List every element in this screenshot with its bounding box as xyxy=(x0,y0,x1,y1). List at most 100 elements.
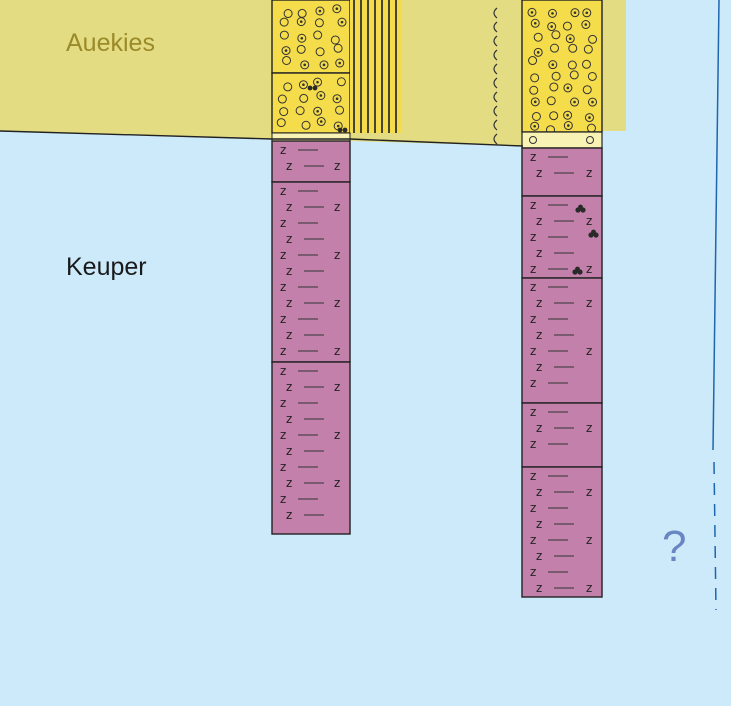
gravel-pebble xyxy=(533,47,543,57)
claystone-symbol: z xyxy=(586,421,592,435)
gravel-core xyxy=(551,63,555,66)
claystone-symbol: z xyxy=(530,312,536,326)
gravel-pebble xyxy=(283,9,293,19)
claystone-symbol: z xyxy=(334,476,340,490)
claystone-symbol: z xyxy=(530,198,536,212)
claystone-symbol: z xyxy=(536,296,542,310)
nodule xyxy=(312,85,318,91)
gravel-core xyxy=(303,63,307,67)
claystone-symbol: z xyxy=(536,328,542,342)
gravel-pebble xyxy=(583,44,593,54)
hatched-strip-fill xyxy=(350,0,402,133)
gravel-core xyxy=(316,80,319,84)
gravel-core xyxy=(316,110,319,113)
gravel-pebble xyxy=(569,70,579,80)
gravel-core xyxy=(530,11,534,14)
gravel-pebble xyxy=(332,4,342,14)
gravel-pebble xyxy=(549,82,559,92)
claystone-symbol: z xyxy=(586,214,592,228)
claystone-symbol: z xyxy=(530,533,536,547)
nodule-cluster xyxy=(575,204,586,213)
gravel-pebble xyxy=(333,43,343,53)
gravel-pebble xyxy=(313,77,323,87)
gravel-pebble xyxy=(551,30,561,40)
gravel-pebble xyxy=(296,17,306,27)
gravel-core xyxy=(338,61,342,65)
column-2-clay-5-fill xyxy=(521,466,603,598)
claystone-symbol: z xyxy=(530,469,536,483)
unit-label-auekies: Auekies xyxy=(66,29,155,57)
gravel-pebble xyxy=(314,18,324,28)
claystone-symbol: z xyxy=(334,200,340,214)
gravel-pebble xyxy=(551,71,561,81)
gravel-core xyxy=(340,20,344,24)
claystone-symbol: z xyxy=(586,296,592,310)
claystone-symbol: z xyxy=(536,517,542,531)
gravel-pebble xyxy=(279,17,289,27)
gravel-pebble xyxy=(530,18,540,28)
gravel-pebble xyxy=(281,46,291,56)
column-2-bracket xyxy=(493,7,498,145)
claystone-symbol: z xyxy=(280,312,286,326)
gravel-pebble xyxy=(582,8,592,18)
gravel-pebble xyxy=(584,113,594,123)
gravel-core xyxy=(300,36,304,40)
claystone-symbol: z xyxy=(536,360,542,374)
claystone-symbol: z xyxy=(280,216,286,230)
claystone-symbol: z xyxy=(334,296,340,310)
gravel-core xyxy=(322,63,326,67)
claystone-symbol: z xyxy=(530,344,536,358)
claystone-symbol: z xyxy=(280,364,286,378)
gravel-core xyxy=(335,7,339,11)
gravel-pebble xyxy=(563,110,573,120)
claystone-symbol: z xyxy=(530,437,536,451)
claystone-symbol: z xyxy=(530,230,536,244)
gravel-pebble xyxy=(533,32,543,42)
claystone-symbol: z xyxy=(280,248,286,262)
gravel-pebble xyxy=(581,59,591,69)
gravel-pebble xyxy=(563,121,573,131)
gravel-core xyxy=(573,11,577,14)
claystone-symbol: z xyxy=(286,159,292,173)
gravel-core xyxy=(533,100,537,104)
bracket-mark xyxy=(493,133,498,145)
claystone-symbol: z xyxy=(530,376,536,390)
gravel-pebble xyxy=(313,30,323,40)
claystone-symbol: z xyxy=(536,166,542,180)
claystone-symbol: z xyxy=(334,159,340,173)
gravel-pebble xyxy=(547,8,557,18)
gravel-pebble xyxy=(529,85,539,95)
claystone-symbol: z xyxy=(280,492,286,506)
bracket-mark xyxy=(493,77,498,89)
nodule-cluster xyxy=(572,266,583,275)
claystone-symbol: z xyxy=(280,428,286,442)
claystone-symbol: z xyxy=(280,344,286,358)
gravel-core xyxy=(567,124,570,127)
claystone-symbol: z xyxy=(280,396,286,410)
gravel-pebble xyxy=(299,93,309,103)
gravel-pebble xyxy=(570,97,580,107)
gravel-pebble xyxy=(297,33,307,43)
gravel-core xyxy=(585,11,589,15)
gravel-pebble xyxy=(570,8,580,18)
column-1-clay-1-fill xyxy=(271,140,351,183)
gravel-pebble xyxy=(549,111,559,121)
claystone-symbol: z xyxy=(586,262,592,276)
column-1-clay-2-fill xyxy=(271,181,351,363)
gravel-pebble xyxy=(282,55,292,65)
gravel-core xyxy=(573,100,576,104)
gravel-core xyxy=(533,21,537,25)
claystone-symbol: z xyxy=(286,444,292,458)
claystone-symbol: z xyxy=(286,412,292,426)
gravel-pebble xyxy=(279,30,289,40)
gravel-core xyxy=(284,49,288,52)
gravel-core xyxy=(588,116,591,119)
column-1-gravel-upper-fill xyxy=(271,0,351,74)
bracket-mark xyxy=(493,91,498,103)
claystone-symbol: z xyxy=(286,200,292,214)
